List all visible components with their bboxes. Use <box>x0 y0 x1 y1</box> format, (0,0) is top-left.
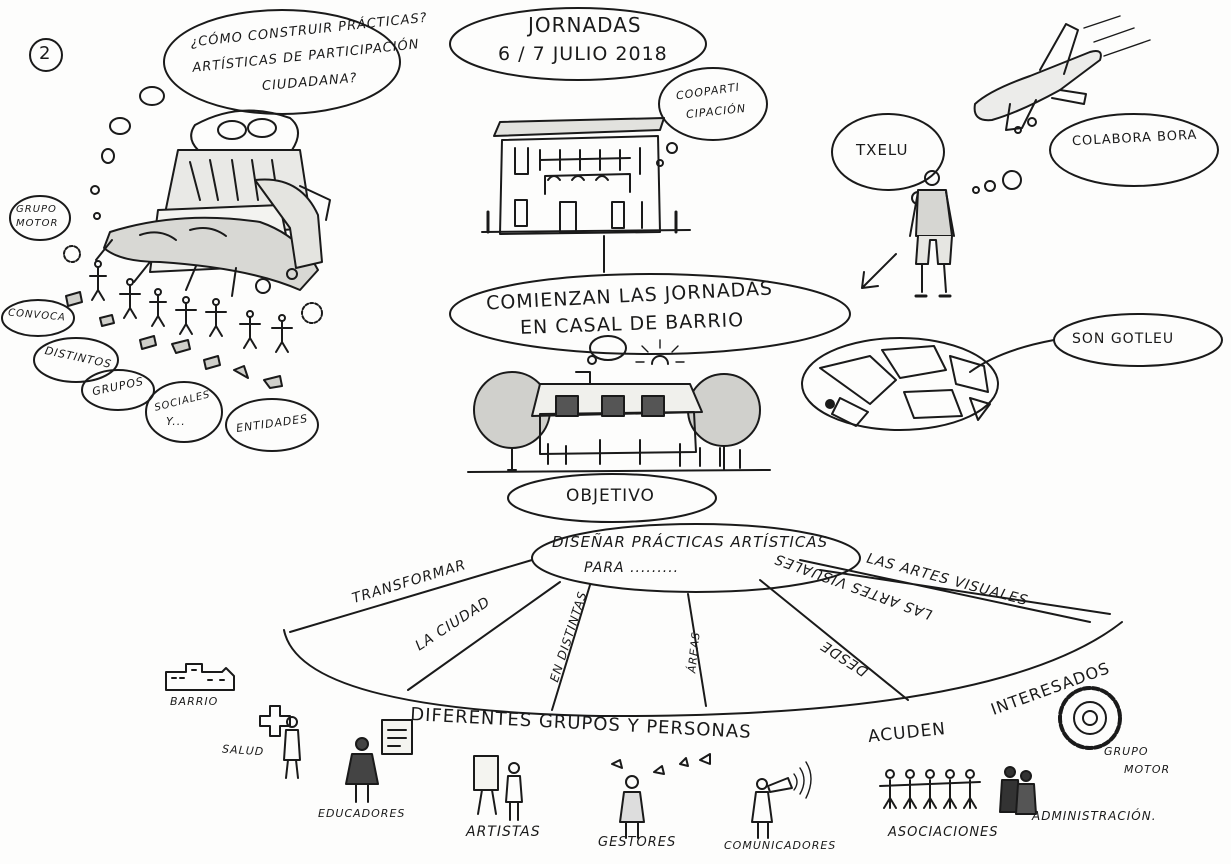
objetivo-label: OBJETIVO <box>566 486 655 506</box>
thought-dot <box>587 355 597 365</box>
thought-dot <box>972 186 980 194</box>
casal-house-illustration <box>467 371 771 473</box>
disenar-line-2: PARA ......... <box>584 560 680 576</box>
thought-dot <box>984 180 996 192</box>
grupo-motor-line-1: GRUPO <box>1104 745 1149 758</box>
question-bubble <box>163 9 401 115</box>
thought-dot <box>656 159 664 167</box>
page-number-circle <box>29 38 63 72</box>
barrio-label: BARRIO <box>170 695 219 708</box>
sociales-line-2: Y... <box>166 415 186 428</box>
map-illustration <box>801 337 999 431</box>
artistas-figure <box>473 755 523 821</box>
grupo-motor-bubble <box>9 195 71 241</box>
thought-dot <box>1002 170 1022 190</box>
asociaciones-label: ASOCIACIONES <box>888 825 999 840</box>
thought-dot <box>1027 117 1037 127</box>
jornadas-oval <box>449 7 707 81</box>
asociaciones-figures <box>879 769 981 809</box>
txelu-bubble <box>831 113 945 191</box>
grupo-motor-gear-icon <box>1058 686 1122 750</box>
entidades-bubble <box>225 398 319 452</box>
convoca-bubble <box>1 299 75 337</box>
thought-dot <box>101 148 115 164</box>
comunicadores-label: COMUNICADORES <box>724 839 837 852</box>
thought-dot <box>90 185 100 195</box>
gear-icon <box>63 245 81 263</box>
thought-dot <box>666 142 678 154</box>
gestores-figure <box>611 753 711 839</box>
educadores-label: EDUCADORES <box>318 807 406 820</box>
disenar-line-1: DISEÑAR PRÁCTICAS ARTÍSTICAS <box>552 533 829 551</box>
grupos-bubble <box>81 369 155 411</box>
sun-icon <box>635 339 685 365</box>
colaborabora-bubble <box>1049 113 1219 187</box>
grupo-motor-left-line-1: GRUPO <box>16 204 57 215</box>
big-arc <box>283 621 1123 718</box>
arrow-to-start <box>861 253 897 289</box>
son-gotleu-label: SON GOTLEU <box>1072 331 1175 347</box>
start-oval <box>449 273 851 355</box>
casal-building-top <box>481 117 691 235</box>
grupo-motor-line-2: MOTOR <box>1124 763 1171 776</box>
objetivo-oval <box>507 473 717 523</box>
artistas-label: ARTISTAS <box>466 824 541 840</box>
thought-dot <box>109 117 131 135</box>
crowd-figures <box>65 260 293 389</box>
administracion-figures <box>999 766 1037 815</box>
connector-line <box>969 339 1055 373</box>
jornadas-title: JORNADAS <box>528 13 642 37</box>
bulldozer-illustration <box>95 109 331 297</box>
txelu-figure <box>909 170 955 298</box>
sociales-bubble <box>145 381 223 443</box>
fan-lines <box>289 559 1111 711</box>
thought-dot <box>1014 126 1022 134</box>
gestores-label: GESTORES <box>598 835 677 850</box>
distintos-bubble <box>33 337 119 383</box>
disenar-oval <box>531 523 861 593</box>
txelu-label: TXELU <box>856 141 909 159</box>
administracion-label: ADMINISTRACIÓN. <box>1032 809 1157 823</box>
page-number: 2 <box>39 43 52 64</box>
thought-dot <box>139 86 165 106</box>
barrio-icon <box>165 663 235 691</box>
grupo-motor-left-line-2: MOTOR <box>16 218 59 229</box>
educadores-figure <box>345 719 413 803</box>
jornadas-dates: 6 / 7 JULIO 2018 <box>498 43 668 65</box>
cooparticipacion-bubble <box>658 67 768 141</box>
salud-figure <box>259 705 301 779</box>
airplane-illustration <box>973 15 1151 131</box>
thought-dot <box>93 212 101 220</box>
comunicadores-figure <box>751 761 812 839</box>
thought-dot <box>589 335 627 361</box>
gear-icon <box>301 302 323 324</box>
